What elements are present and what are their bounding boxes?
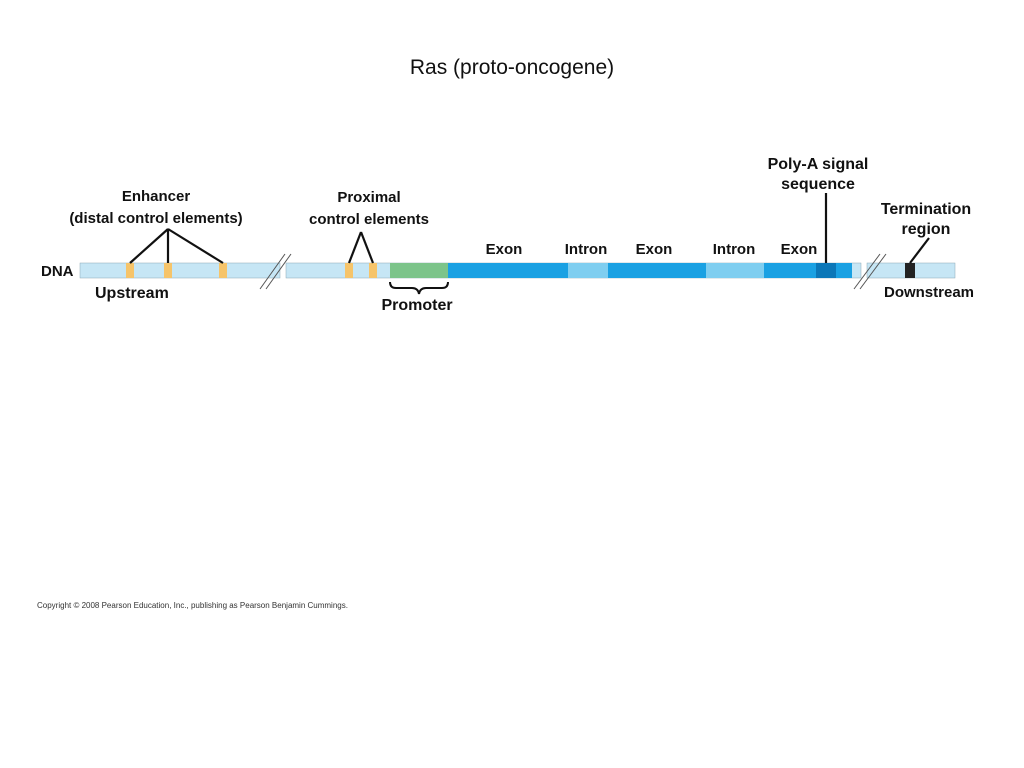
proximal-element-2	[369, 263, 377, 278]
termination-label-line2: region	[902, 221, 951, 238]
enhancer-label-line2: (distal control elements)	[69, 210, 242, 227]
enhancer-connectors	[129, 228, 224, 264]
intron-label-1: Intron	[565, 241, 608, 258]
proximal-connectors	[347, 231, 375, 264]
enhancer-element-1	[126, 263, 134, 278]
page-title: Ras (proto-oncogene)	[409, 56, 615, 79]
termination-connector	[909, 237, 930, 264]
termination-region	[905, 263, 915, 278]
proximal-element-1	[345, 263, 353, 278]
intron-1	[568, 263, 608, 278]
upstream-label: Upstream	[95, 285, 169, 302]
strand-break-left	[259, 253, 292, 290]
intron-2	[706, 263, 764, 278]
exon-label-1: Exon	[486, 241, 523, 258]
polya-signal-region	[816, 263, 836, 278]
promoter-region	[390, 263, 448, 278]
enhancer-element-3	[219, 263, 227, 278]
polya-label-line2: sequence	[781, 176, 855, 193]
polya-label-line1: Poly-A signal	[768, 156, 869, 173]
exon-label-2: Exon	[636, 241, 673, 258]
downstream-label: Downstream	[884, 284, 974, 301]
copyright-notice: Copyright © 2008 Pearson Education, Inc.…	[37, 601, 348, 610]
enhancer-label-line1: Enhancer	[122, 188, 191, 205]
dna-strand-upstream	[79, 262, 281, 279]
promoter-brace	[389, 281, 449, 295]
proximal-label-line2: control elements	[309, 211, 429, 228]
exon-3	[764, 263, 852, 278]
exon-label-3: Exon	[781, 241, 818, 258]
exon-2	[608, 263, 706, 278]
exon-1	[448, 263, 568, 278]
intron-label-2: Intron	[713, 241, 756, 258]
promoter-label: Promoter	[381, 297, 452, 314]
strand-break-right	[853, 253, 887, 290]
proximal-label-line1: Proximal	[337, 189, 400, 206]
enhancer-element-2	[164, 263, 172, 278]
termination-label-line1: Termination	[881, 201, 971, 218]
dna-label: DNA	[41, 263, 74, 280]
